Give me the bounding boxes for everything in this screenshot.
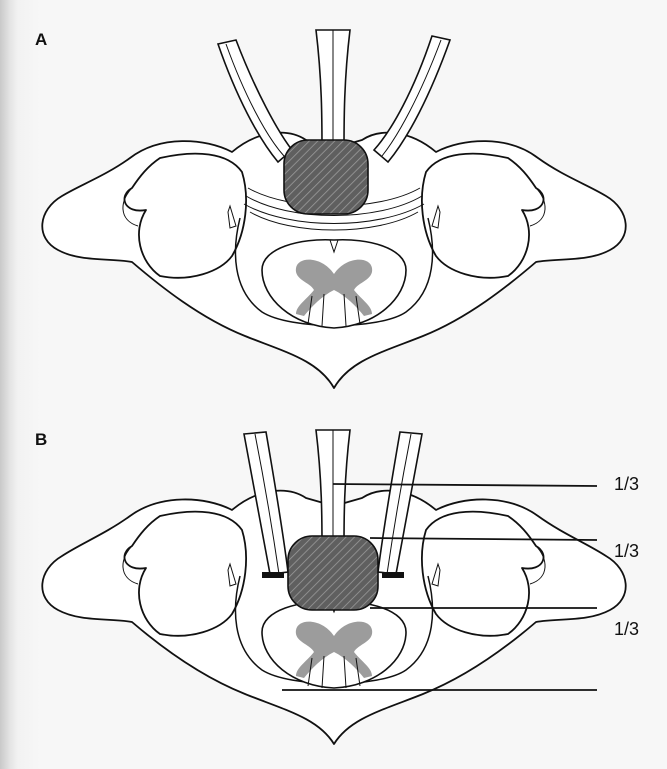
compressive-mass-a	[284, 140, 368, 214]
compressive-mass-b	[288, 536, 378, 610]
third-divider-1	[333, 484, 597, 486]
panel-b-vertebra	[42, 430, 625, 744]
panel-a-vertebra	[42, 30, 625, 388]
